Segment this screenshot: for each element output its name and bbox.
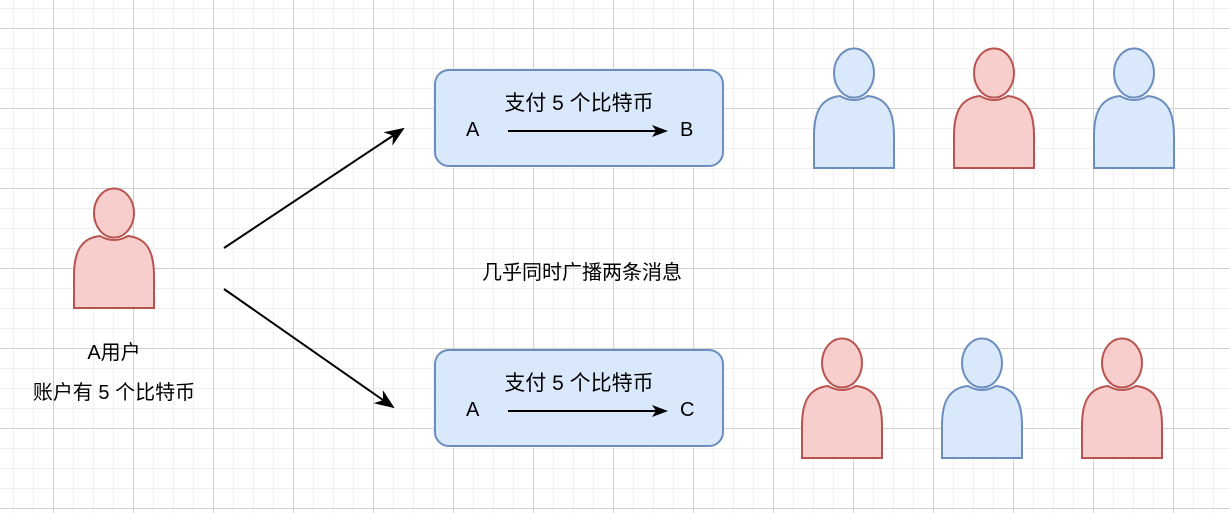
user-balance: 账户有 5 个比特币 bbox=[32, 382, 196, 404]
node-person-icon bbox=[1081, 337, 1163, 459]
node-person-icon bbox=[953, 47, 1035, 169]
node-person-icon bbox=[1093, 47, 1175, 169]
user-a-person-icon bbox=[73, 187, 155, 309]
node-person-icon bbox=[801, 337, 883, 459]
node-person-icon bbox=[813, 47, 895, 169]
arrow-to-tx-c bbox=[223, 288, 395, 409]
broadcast-label: 几乎同时广播两条消息 bbox=[482, 262, 682, 284]
tx-to: B bbox=[680, 119, 694, 141]
tx-title: 支付 5 个比特币 bbox=[504, 92, 654, 115]
arrow-right-icon bbox=[508, 125, 668, 137]
transaction-box-b: 支付 5 个比特币 A B bbox=[434, 69, 724, 167]
user-name: A用户 bbox=[87, 342, 141, 364]
arrow-to-tx-b bbox=[223, 127, 405, 249]
arrow-right-icon bbox=[508, 405, 668, 417]
tx-title: 支付 5 个比特币 bbox=[504, 372, 654, 395]
tx-from: A bbox=[466, 399, 480, 421]
tx-from: A bbox=[466, 119, 480, 141]
transaction-box-c: 支付 5 个比特币 A C bbox=[434, 349, 724, 447]
tx-to: C bbox=[680, 399, 695, 421]
node-person-icon bbox=[941, 337, 1023, 459]
